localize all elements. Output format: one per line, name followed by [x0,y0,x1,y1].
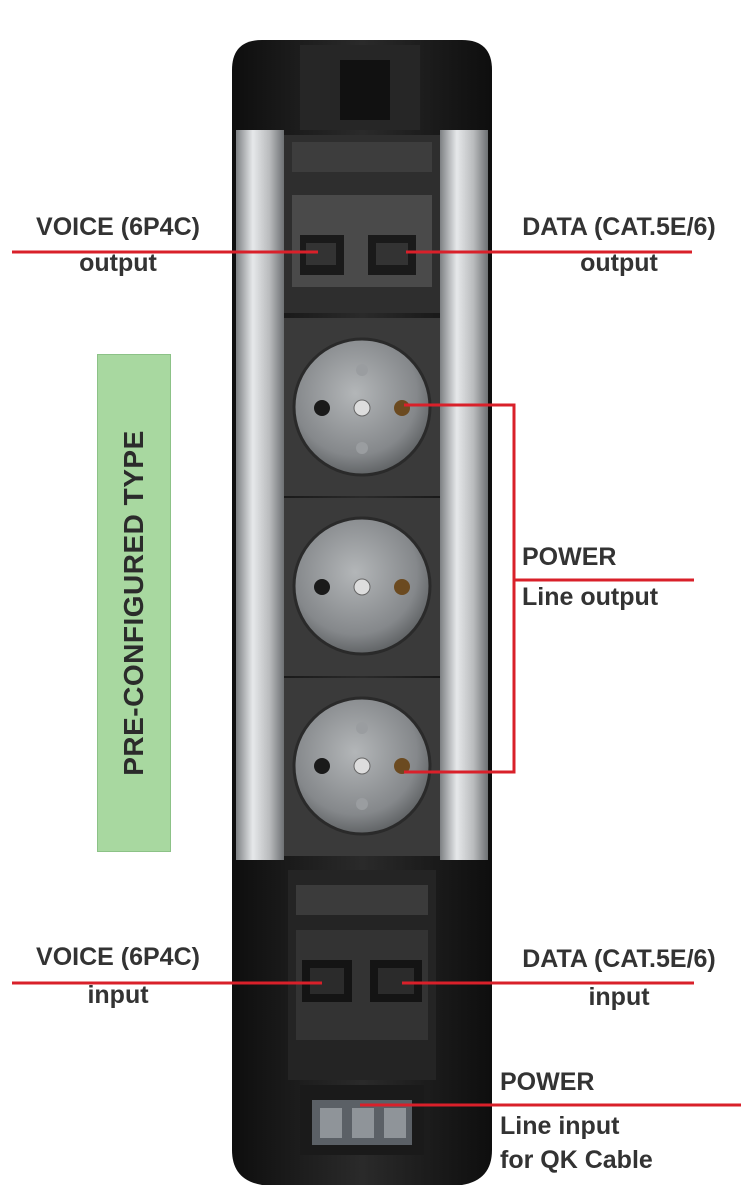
power-output-label: POWER Line output [522,543,658,611]
data-output-title: DATA (CAT.5E/6) [522,213,716,241]
power-output-bracket [404,403,516,774]
pre-configured-type-badge: PRE-CONFIGURED TYPE [97,354,171,852]
input-module [288,870,436,1155]
power-input-sub2: for QK Cable [500,1146,653,1174]
power-input-label: POWER Line input for QK Cable [500,1068,653,1174]
voice-input-title: VOICE (6P4C) [36,943,200,971]
voice-input-label: VOICE (6P4C) input [12,943,224,1009]
power-input-sub1: Line input [500,1112,620,1140]
data-input-sub: input [588,983,650,1011]
data-output-sub: output [580,249,658,277]
data-output-label: DATA (CAT.5E/6) output [500,213,738,277]
output-data-module [284,135,440,313]
power-input-title: POWER [500,1068,595,1096]
callout-lines [12,250,741,1107]
right-aluminium-rail [440,130,488,860]
voice-output-title: VOICE (6P4C) [36,213,200,241]
data-input-title: DATA (CAT.5E/6) [522,945,716,973]
badge-text: PRE-CONFIGURED TYPE [118,430,149,776]
data-input-label: DATA (CAT.5E/6) input [500,945,738,1011]
power-output-sub: Line output [522,583,659,611]
power-output-title: POWER [522,543,617,571]
voice-output-sub: output [79,249,157,277]
voice-output-label: VOICE (6P4C) output [12,213,224,277]
power-socket-3 [284,678,440,856]
power-socket-1 [284,318,440,496]
left-aluminium-rail [236,130,284,860]
power-socket-2 [284,498,440,676]
voice-input-sub: input [87,981,149,1009]
